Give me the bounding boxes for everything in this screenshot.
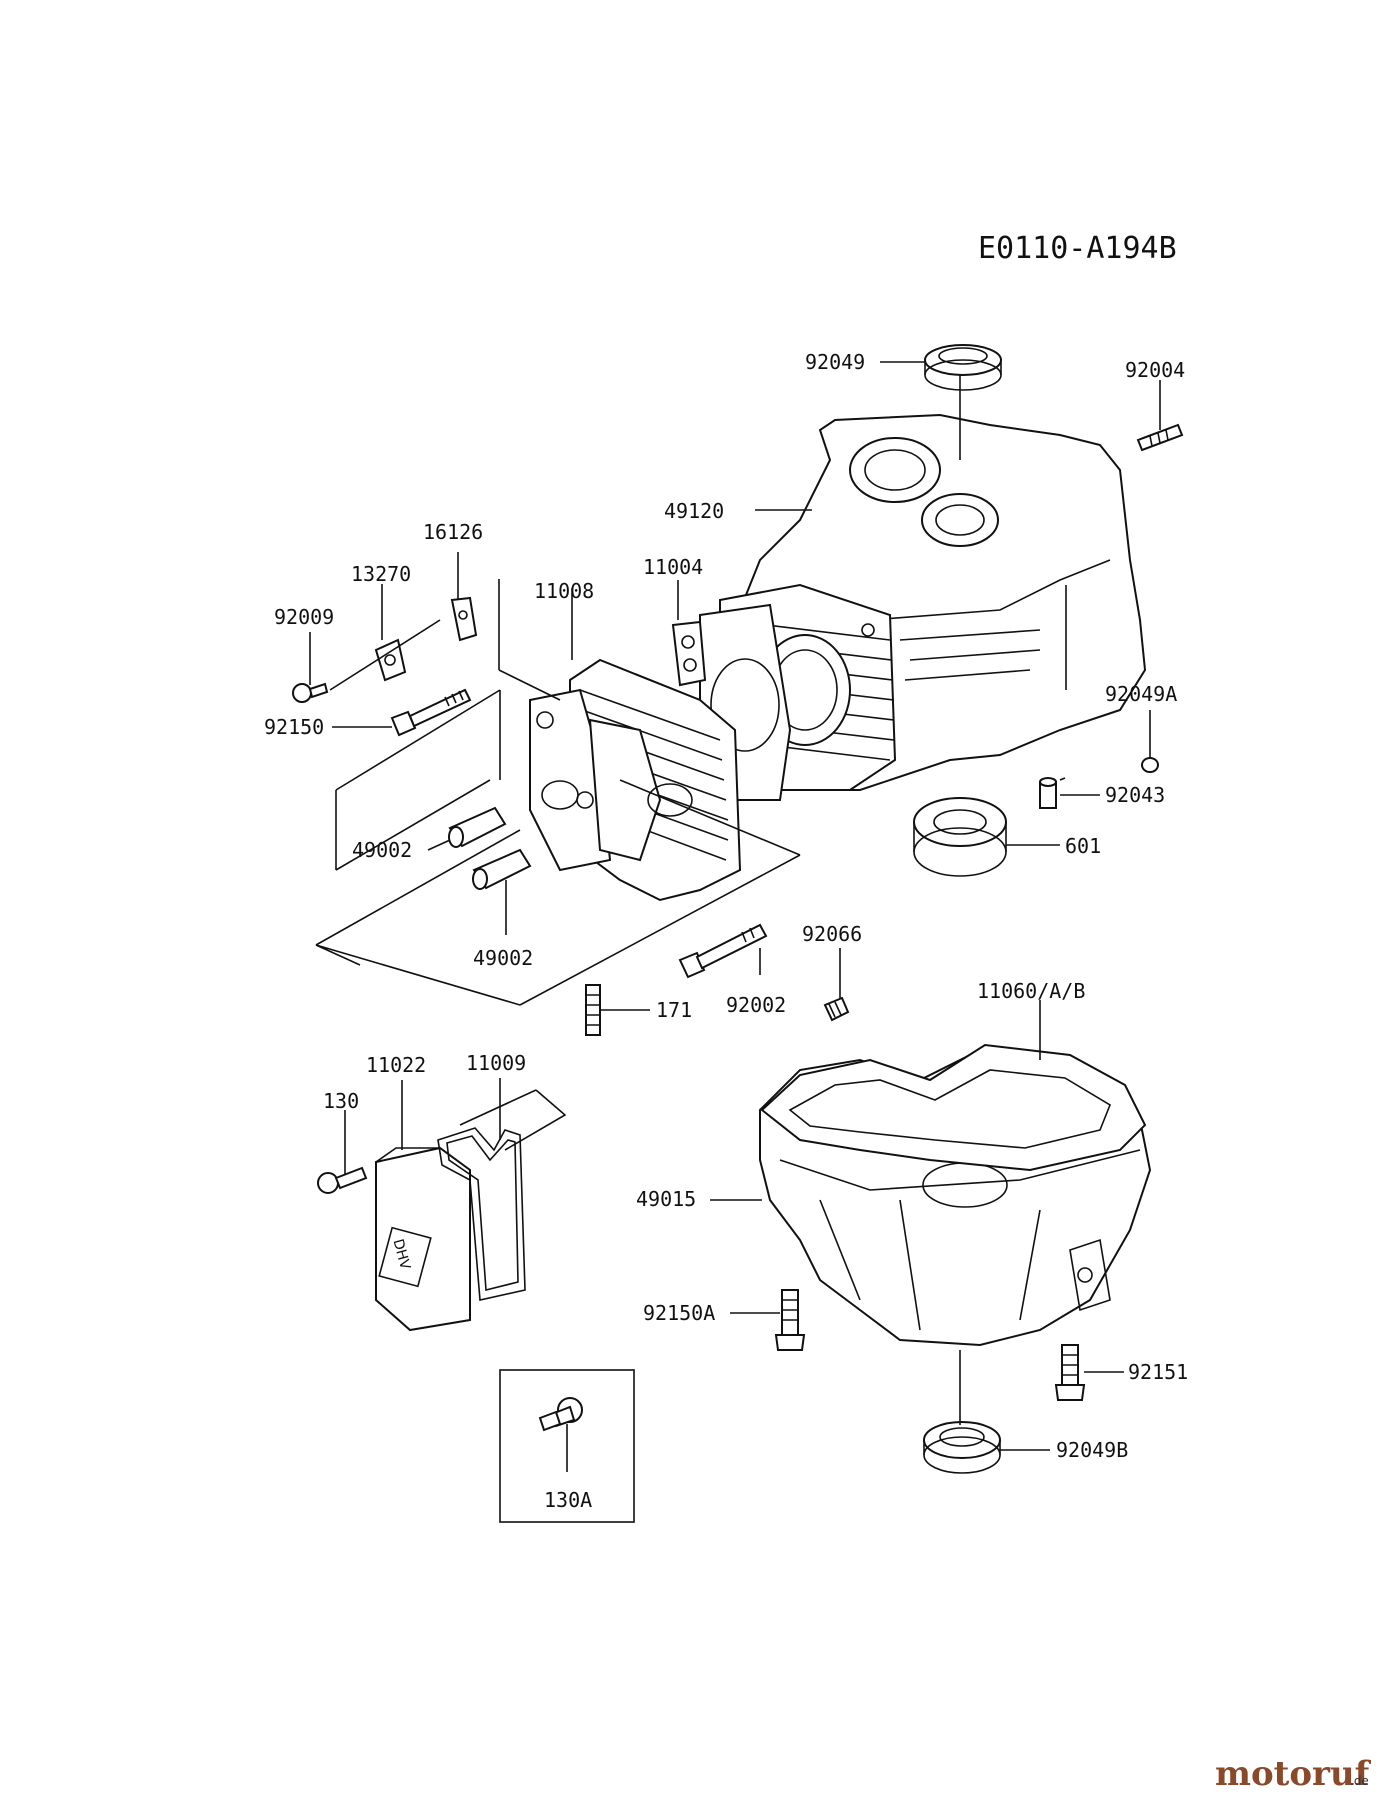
cover-mark: DHV xyxy=(389,1237,413,1271)
bolt-130-drawing xyxy=(317,1166,368,1194)
callout-49120: 49120 xyxy=(664,499,724,523)
callout-11060ab: 11060/A/B xyxy=(977,979,1085,1003)
callout-11009: 11009 xyxy=(466,1051,526,1075)
callout-11008: 11008 xyxy=(534,579,594,603)
diagram-code: E0110-A194B xyxy=(978,231,1177,266)
plug-92066-drawing xyxy=(823,996,850,1022)
callout-92049b: 92049B xyxy=(1056,1438,1128,1462)
bolt-92150-drawing xyxy=(390,688,472,737)
bracket-13270-drawing xyxy=(329,619,441,691)
cover-gasket-drawing xyxy=(437,1127,526,1301)
callout-130a: 130A xyxy=(544,1488,592,1512)
bearing-drawing xyxy=(913,797,1007,877)
bolt-92150a-drawing xyxy=(774,1289,806,1351)
cylinder-head-outline xyxy=(315,689,801,1006)
callout-11004: 11004 xyxy=(643,555,703,579)
callout-92009: 92009 xyxy=(274,605,334,629)
callout-130: 130 xyxy=(323,1089,359,1113)
oil-pan-gasket-drawing xyxy=(760,1043,1147,1172)
callout-92049a: 92049A xyxy=(1105,682,1177,706)
callout-92151: 92151 xyxy=(1128,1360,1188,1384)
callout-601: 601 xyxy=(1065,834,1101,858)
bolt-130a-box xyxy=(499,1369,635,1523)
oil-seal-bottom-drawing xyxy=(923,1421,1001,1474)
callout-49002-lower: 49002 xyxy=(473,946,533,970)
bracket-16126-drawing xyxy=(450,596,478,642)
callout-171: 171 xyxy=(656,998,692,1022)
bolt-130a-drawing xyxy=(538,1397,583,1432)
callout-92150a: 92150A xyxy=(643,1301,715,1325)
callout-49002-upper: 49002 xyxy=(352,838,412,862)
callout-92004: 92004 xyxy=(1125,358,1185,382)
watermark-tld: .de xyxy=(1350,1774,1369,1788)
callout-92002: 92002 xyxy=(726,993,786,1017)
stud-171-drawing xyxy=(585,984,601,1036)
guide-pin-upper-drawing xyxy=(448,806,507,848)
callout-49015: 49015 xyxy=(636,1187,696,1211)
callout-13270: 13270 xyxy=(351,562,411,586)
bolt-92151-drawing xyxy=(1054,1344,1086,1401)
callout-11022: 11022 xyxy=(366,1053,426,1077)
callout-92150: 92150 xyxy=(264,715,324,739)
bolt-92002-drawing xyxy=(678,923,768,979)
rocker-cover-drawing: DHV xyxy=(375,1146,471,1332)
guide-pin-lower-drawing xyxy=(472,848,532,890)
leader-lines xyxy=(309,361,1161,1472)
watermark-logo: motoruf .de xyxy=(1215,1754,1372,1794)
dowel-drawing xyxy=(1039,777,1057,809)
watermark-brand: motoruf xyxy=(1215,1754,1372,1794)
stud-92004-drawing xyxy=(1136,423,1184,452)
bolt-92009-drawing xyxy=(292,682,329,703)
callout-92049: 92049 xyxy=(805,350,865,374)
assembly-bracket xyxy=(498,579,561,701)
cover-bracket-lines xyxy=(459,1089,567,1151)
callout-92066: 92066 xyxy=(802,922,862,946)
callout-92043: 92043 xyxy=(1105,783,1165,807)
callout-16126: 16126 xyxy=(423,520,483,544)
oil-seal-top-drawing xyxy=(924,344,1002,391)
seal-92049a-drawing xyxy=(1141,757,1159,773)
